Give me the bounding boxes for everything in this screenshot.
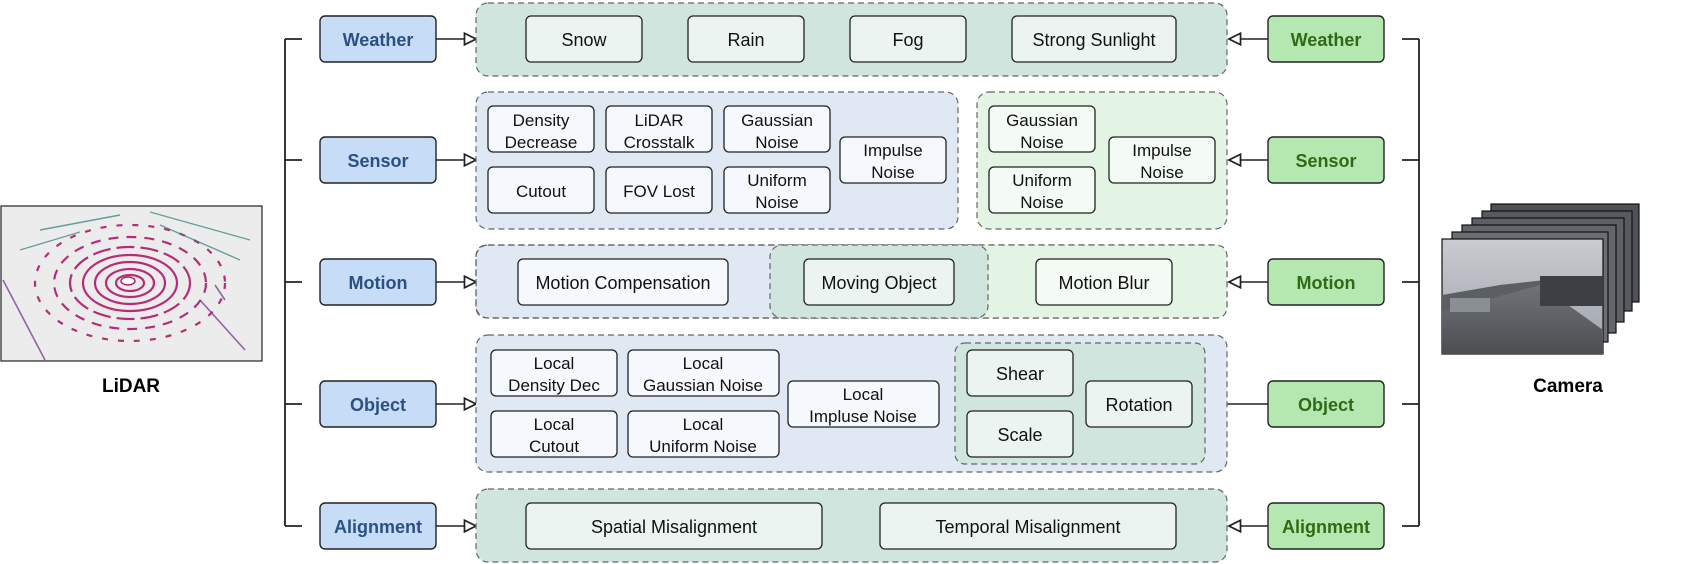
object-local-gaussian-noise: Local Gaussian Noise [627, 349, 780, 397]
sensor-cutout-label: Cutout [516, 182, 566, 201]
camera-category-weather-label: Weather [1291, 30, 1362, 50]
object-local-density-line1: Local [534, 354, 575, 373]
lidar-label: LiDAR [102, 376, 160, 397]
object-scale-label: Scale [997, 425, 1042, 445]
object-local-cutout: Local Cutout [490, 410, 618, 458]
object-local-uniform-noise: Local Uniform Noise [627, 410, 780, 458]
lidar-category-object-label: Object [350, 395, 406, 415]
camera-label: Camera [1533, 376, 1603, 397]
sensor-lidar-uniform-line2: Noise [755, 193, 798, 212]
object-rotation: Rotation [1085, 380, 1193, 428]
object-shear: Shear [966, 349, 1074, 397]
object-local-uniform-line1: Local [683, 415, 724, 434]
camera-category-motion: Motion [1267, 258, 1385, 306]
object-local-density-line2: Density Dec [508, 376, 600, 395]
weather-rain: Rain [687, 15, 805, 63]
sensor-fov-lost-label: FOV Lost [623, 182, 695, 201]
sensor-camera-gaussian-noise: Gaussian Noise [988, 105, 1096, 153]
sensor-lidar-impulse-noise: Impulse Noise [839, 136, 947, 184]
sensor-camera-gaussian-line2: Noise [1020, 133, 1063, 152]
sensor-camera-uniform-noise: Uniform Noise [988, 166, 1096, 214]
weather-fog: Fog [849, 15, 967, 63]
weather-strong-sunlight-label: Strong Sunlight [1032, 30, 1155, 50]
lidar-category-weather: Weather [319, 15, 437, 63]
lidar-category-alignment-label: Alignment [334, 517, 422, 537]
weather-snow-label: Snow [561, 30, 607, 50]
object-local-gaussian-line2: Gaussian Noise [643, 376, 763, 395]
sensor-density-decrease: Density Decrease [487, 105, 595, 153]
sensor-lidar-crosstalk: LiDAR Crosstalk [605, 105, 713, 153]
camera-category-alignment-label: Alignment [1282, 517, 1370, 537]
camera-bracket [1402, 38, 1420, 527]
sensor-lidar-region [475, 91, 959, 230]
object-local-cutout-line2: Cutout [529, 437, 579, 456]
lidar-category-object: Object [319, 380, 437, 428]
sensor-lidar-gaussian-line2: Noise [755, 133, 798, 152]
sensor-camera-gaussian-line1: Gaussian [1006, 111, 1078, 130]
object-rotation-label: Rotation [1105, 395, 1172, 415]
sensor-camera-impulse-noise: Impulse Noise [1108, 136, 1216, 184]
object-local-impulse-line2: Impluse Noise [809, 407, 917, 426]
alignment-spatial-label: Spatial Misalignment [591, 517, 757, 537]
alignment-spatial: Spatial Misalignment [525, 502, 823, 550]
object-local-impulse-noise: Local Impluse Noise [787, 380, 940, 428]
lidar-category-motion-label: Motion [349, 273, 408, 293]
sensor-lidar-impulse-line2: Noise [871, 163, 914, 182]
category-arrows [436, 39, 1268, 526]
object-local-uniform-line2: Uniform Noise [649, 437, 757, 456]
lidar-category-sensor-label: Sensor [347, 151, 408, 171]
weather-fog-label: Fog [892, 30, 923, 50]
lidar-category-alignment: Alignment [319, 502, 437, 550]
weather-rain-label: Rain [727, 30, 764, 50]
sensor-lidar-crosstalk-line2: Crosstalk [624, 133, 695, 152]
camera-category-object: Object [1267, 380, 1385, 428]
sensor-lidar-gaussian-noise: Gaussian Noise [723, 105, 831, 153]
object-shear-label: Shear [996, 364, 1044, 384]
object-local-cutout-line1: Local [534, 415, 575, 434]
alignment-temporal: Temporal Misalignment [879, 502, 1177, 550]
object-local-impulse-line1: Local [843, 385, 884, 404]
motion-region-border [475, 244, 1228, 319]
lidar-bracket [284, 38, 302, 527]
sensor-lidar-uniform-noise: Uniform Noise [723, 166, 831, 214]
camera-category-sensor-label: Sensor [1295, 151, 1356, 171]
lidar-point-cloud-image [0, 205, 263, 362]
lidar-category-sensor: Sensor [319, 136, 437, 184]
motion-compensation-label: Motion Compensation [535, 273, 710, 293]
object-local-gaussian-line1: Local [683, 354, 724, 373]
lidar-category-weather-label: Weather [343, 30, 414, 50]
motion-blur: Motion Blur [1035, 258, 1173, 306]
object-scale: Scale [966, 410, 1074, 458]
weather-strong-sunlight: Strong Sunlight [1011, 15, 1177, 63]
sensor-cutout: Cutout [487, 166, 595, 214]
sensor-camera-uniform-line2: Noise [1020, 193, 1063, 212]
object-local-density-dec: Local Density Dec [490, 349, 618, 397]
camera-category-object-label: Object [1298, 395, 1354, 415]
sensor-camera-impulse-line1: Impulse [1132, 141, 1192, 160]
weather-snow: Snow [525, 15, 643, 63]
sensor-lidar-uniform-line1: Uniform [747, 171, 807, 190]
motion-compensation: Motion Compensation [517, 258, 729, 306]
camera-image-stack [1441, 203, 1640, 355]
sensor-density-decrease-line2: Decrease [505, 133, 578, 152]
alignment-temporal-label: Temporal Misalignment [935, 517, 1120, 537]
sensor-lidar-gaussian-line1: Gaussian [741, 111, 813, 130]
camera-category-weather: Weather [1267, 15, 1385, 63]
camera-category-motion-label: Motion [1297, 273, 1356, 293]
motion-moving-object-label: Moving Object [821, 273, 936, 293]
lidar-category-motion: Motion [319, 258, 437, 306]
motion-blur-label: Motion Blur [1058, 273, 1149, 293]
camera-category-alignment: Alignment [1267, 502, 1385, 550]
sensor-camera-uniform-line1: Uniform [1012, 171, 1072, 190]
camera-category-sensor: Sensor [1267, 136, 1385, 184]
sensor-camera-impulse-line2: Noise [1140, 163, 1183, 182]
motion-moving-object: Moving Object [803, 258, 955, 306]
sensor-lidar-crosstalk-line1: LiDAR [634, 111, 683, 130]
sensor-fov-lost: FOV Lost [605, 166, 713, 214]
sensor-density-decrease-line1: Density [513, 111, 570, 130]
sensor-lidar-impulse-line1: Impulse [863, 141, 923, 160]
